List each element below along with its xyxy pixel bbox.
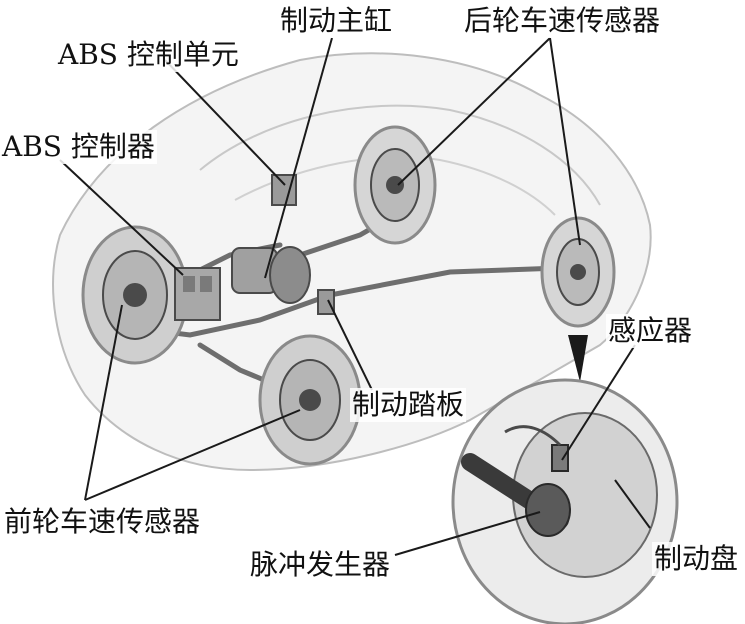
pulse-generator-part: [526, 484, 570, 536]
front-right-wheel: [260, 336, 360, 464]
abs-controller-unit: [175, 268, 220, 320]
front-left-wheel: [83, 227, 187, 363]
rear-left-wheel: [355, 127, 435, 243]
sensor-part: [552, 445, 568, 471]
label-sensor: 感应器: [606, 314, 694, 348]
label-pulse-generator: 脉冲发生器: [248, 548, 392, 582]
label-abs-control-unit: ABS 控制单元: [56, 38, 241, 72]
label-brake-pedal: 制动踏板: [350, 388, 466, 422]
brake-pedal-part: [318, 290, 334, 314]
label-brake-disc: 制动盘: [652, 542, 740, 576]
label-abs-controller: ABS 控制器: [0, 130, 157, 164]
label-rear-wheel-speed-sensor: 后轮车速传感器: [462, 4, 662, 38]
label-master-cylinder: 制动主缸: [278, 4, 394, 38]
label-front-wheel-speed-sensor: 前轮车速传感器: [2, 505, 202, 539]
